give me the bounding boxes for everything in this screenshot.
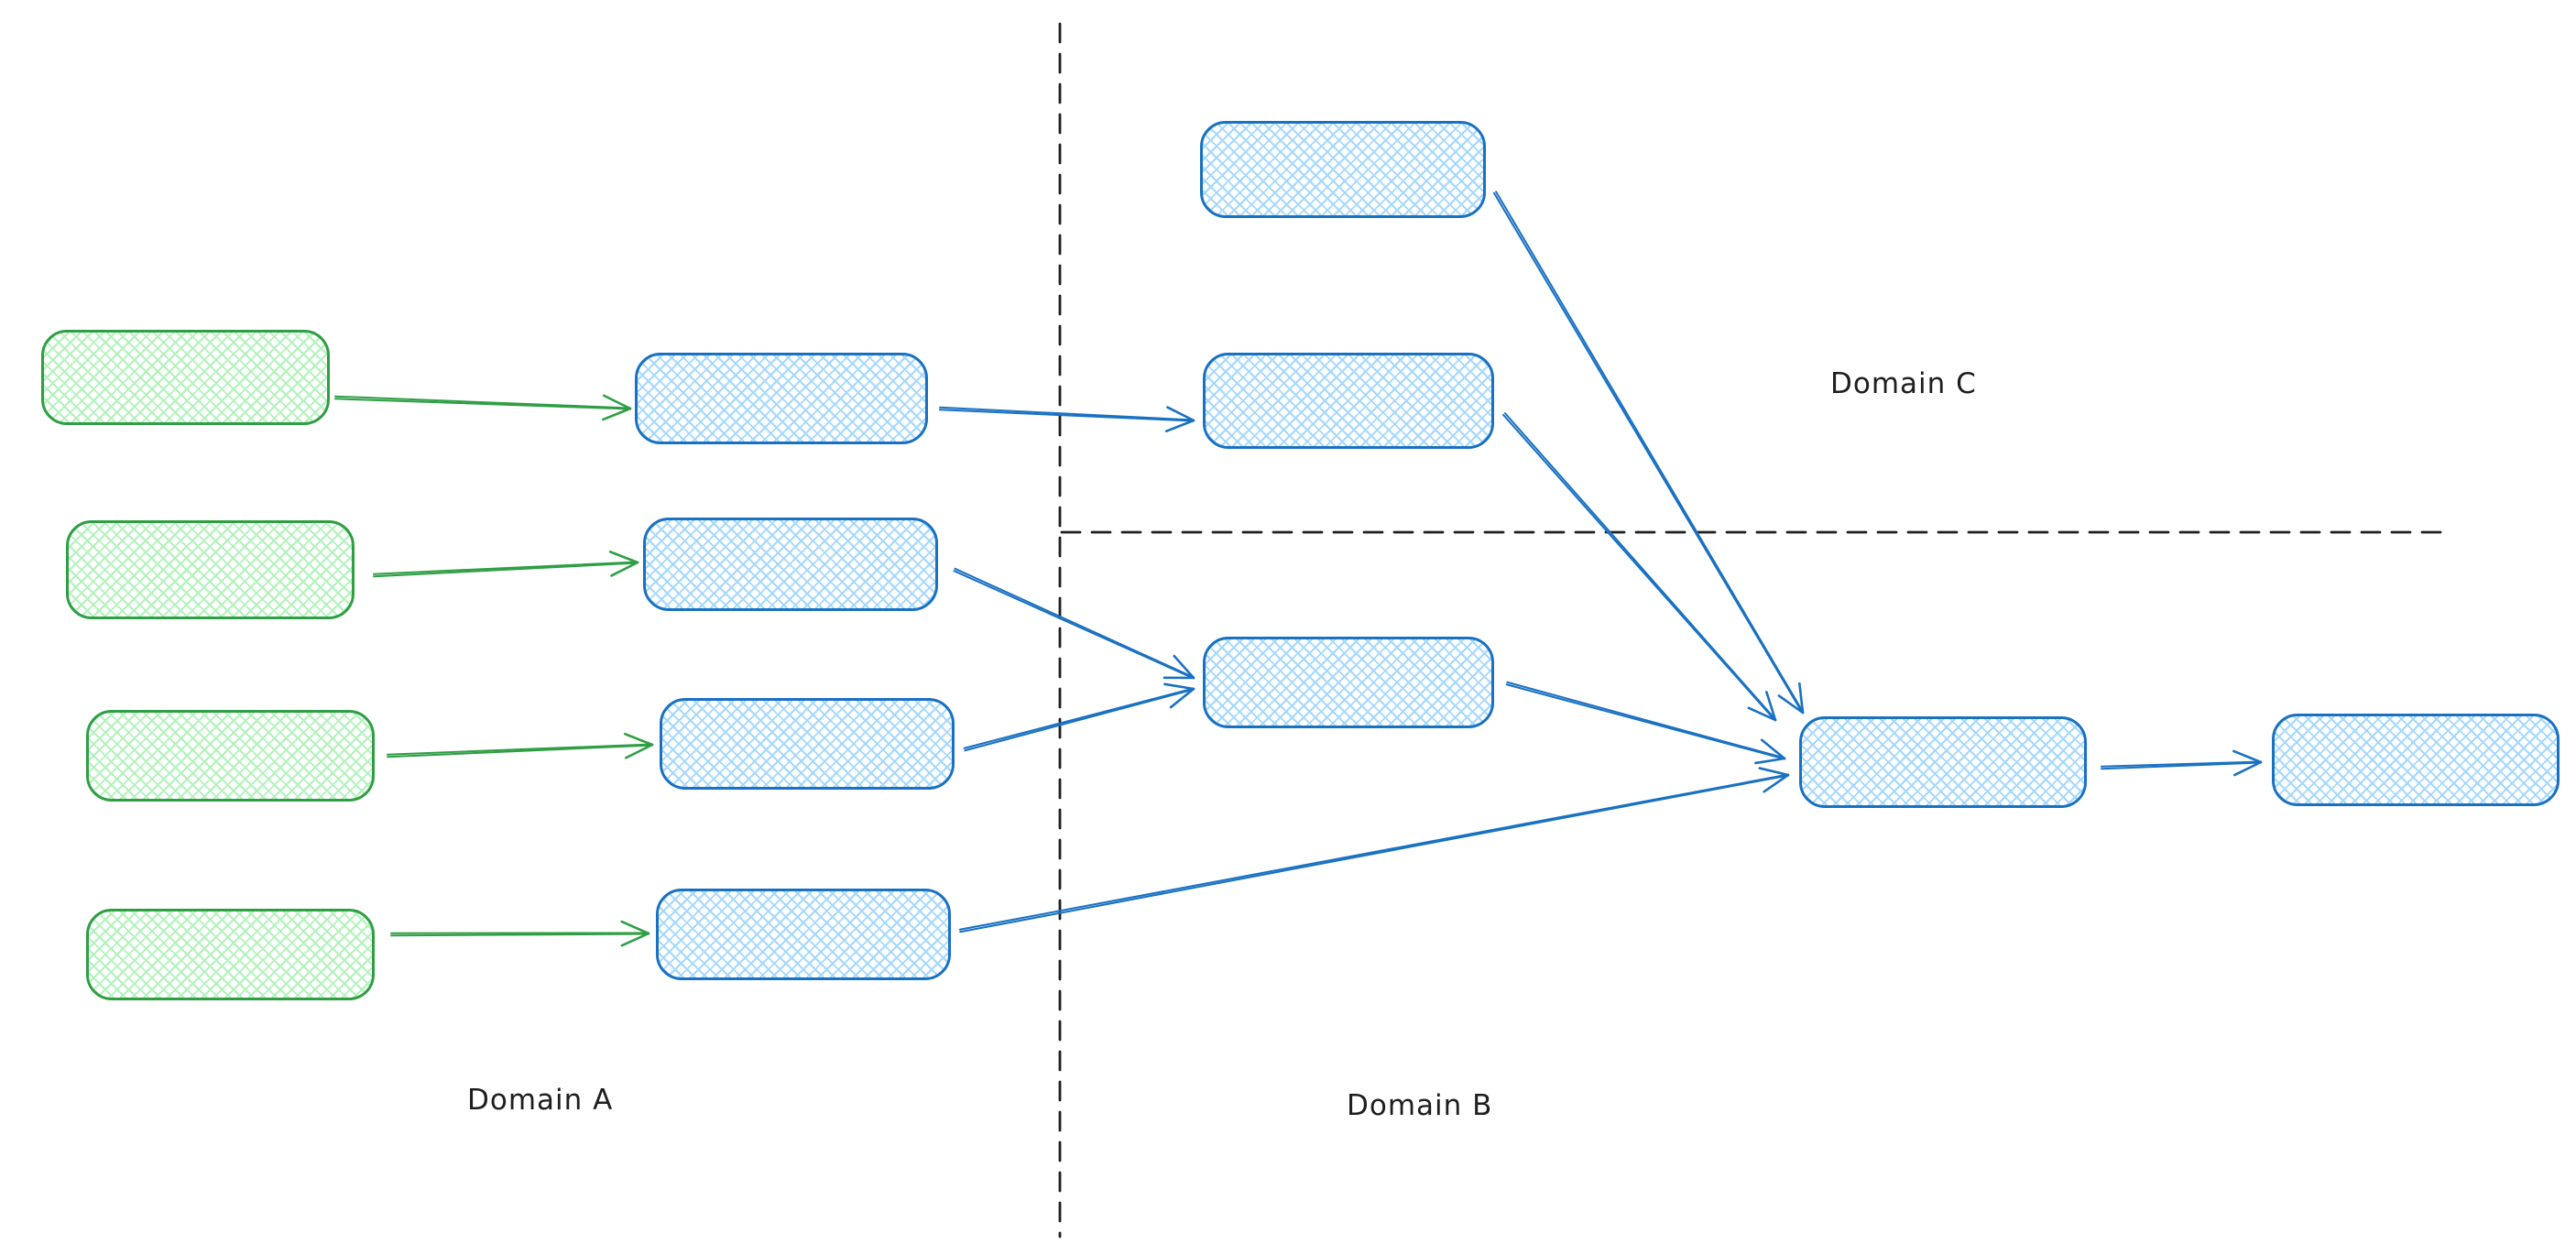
edge-stage4-hub[interactable] — [958, 767, 1790, 933]
edge-hub-output[interactable] — [2100, 749, 2263, 777]
domain-a-source-2[interactable] — [66, 520, 355, 619]
domain-b-output[interactable] — [2272, 714, 2560, 806]
domain-c-label[interactable]: Domain C — [1830, 367, 1977, 400]
edge-source4-stage4[interactable] — [389, 920, 650, 947]
domain-a-stage-4[interactable] — [656, 889, 951, 980]
domain-a-stage-3[interactable] — [660, 698, 955, 790]
domain-a-stage-1[interactable] — [635, 353, 928, 444]
edge-source1-stage1[interactable] — [333, 394, 632, 421]
domain-c-node-top[interactable] — [1200, 121, 1486, 218]
edge-ctop-hub[interactable] — [1492, 191, 1805, 715]
domain-a-source-4[interactable] — [86, 909, 375, 1000]
edge-bleft-hub[interactable] — [1505, 681, 1786, 765]
domain-a-stage-2[interactable] — [643, 518, 938, 611]
domain-b-label[interactable]: Domain B — [1347, 1089, 1493, 1122]
domain-b-node-left[interactable] — [1203, 637, 1494, 728]
edge-stage3-bleft[interactable] — [963, 682, 1195, 752]
domain-a-source-3[interactable] — [86, 710, 375, 802]
edge-stage1-cmid[interactable] — [938, 406, 1195, 432]
edge-source2-stage2[interactable] — [372, 551, 639, 578]
edge-stage2-bleft[interactable] — [953, 567, 1195, 680]
edge-cmid-hub[interactable] — [1502, 412, 1777, 722]
domain-b-hub[interactable] — [1799, 716, 2087, 808]
edge-source3-stage3[interactable] — [386, 732, 654, 759]
domain-a-label[interactable]: Domain A — [467, 1084, 614, 1117]
domain-c-node-mid[interactable] — [1203, 353, 1494, 449]
domain-a-source-1[interactable] — [41, 330, 330, 425]
